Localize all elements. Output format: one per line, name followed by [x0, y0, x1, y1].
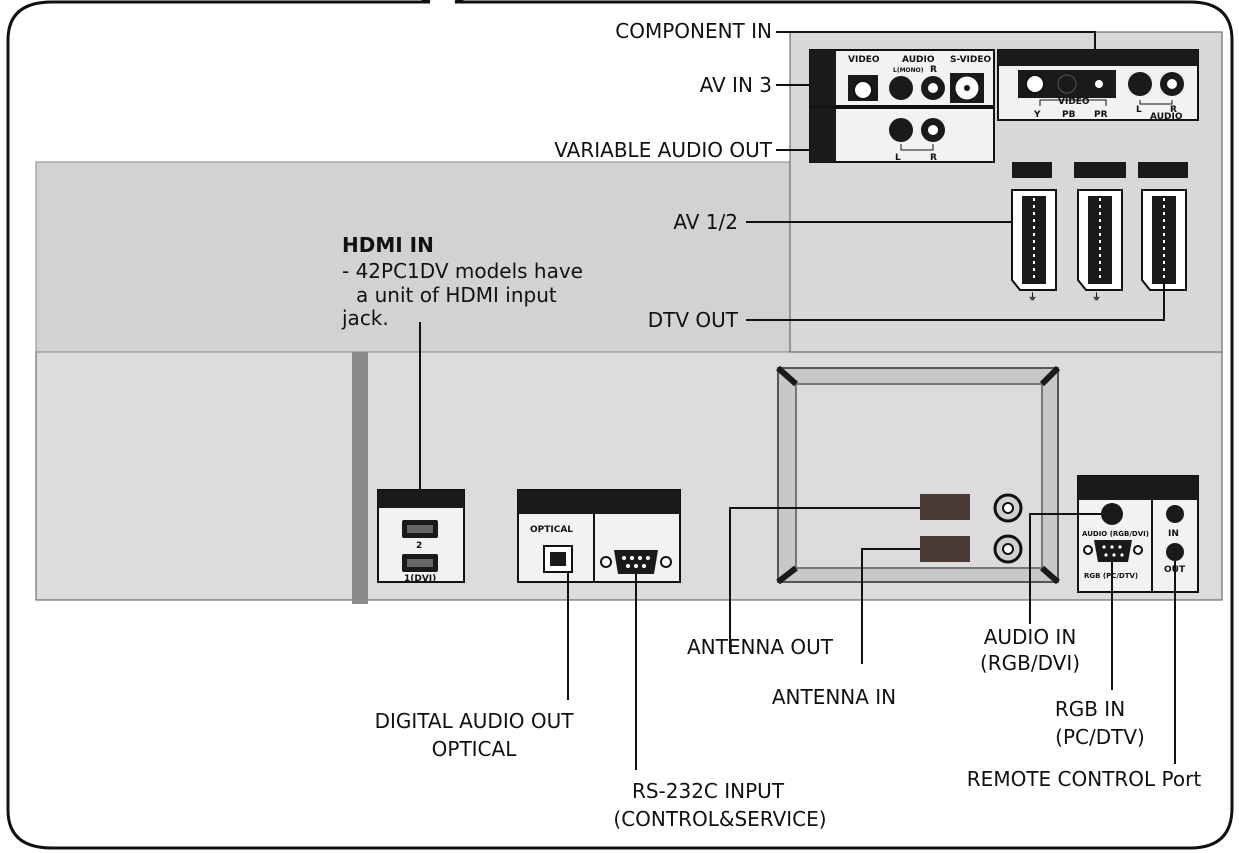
leader-antenna-in	[861, 548, 920, 664]
label-rs232-2: (CONTROL&SERVICE)	[613, 807, 826, 831]
antenna-window	[776, 365, 1061, 585]
label-hdmi-2: 2	[416, 541, 422, 551]
label-component-in: COMPONENT IN	[615, 19, 772, 43]
label-rgb-in-2: (PC/DTV)	[1055, 725, 1145, 749]
label-audio: AUDIO	[902, 55, 935, 65]
label-av-in-3: AV IN 3	[700, 73, 772, 97]
scart-connectors: ⏚ ⏚	[1011, 162, 1188, 303]
hdmi-note-line-2: a unit of HDMI input	[356, 283, 557, 307]
antenna-in-label-block	[920, 536, 970, 562]
label-pr: PR	[1094, 110, 1108, 120]
rgb-pc-dtv-port-icon[interactable]	[1083, 540, 1143, 562]
leader-antenna-out	[729, 507, 920, 652]
label-video-bracket: VIDEO	[1058, 97, 1090, 107]
video-jack-icon[interactable]	[853, 80, 873, 100]
variable-audio-out-panel: L R	[809, 107, 995, 163]
label-dtv-out: DTV OUT	[648, 308, 739, 332]
var-audio-r-jack-icon[interactable]	[928, 125, 938, 135]
audio-rgb-dvi-jack-icon[interactable]	[1101, 503, 1123, 525]
component-pr-jack-icon[interactable]	[1095, 80, 1103, 88]
optical-rs232-panel: OPTICAL	[517, 489, 681, 583]
label-hdmi-in: HDMI IN	[342, 233, 434, 257]
label-var-l: L	[895, 153, 901, 163]
leader-dtv-out	[746, 282, 1165, 321]
leader-lines	[419, 31, 1176, 770]
label-audio-rgb-dvi: AUDIO (RGB/DVI)	[1082, 530, 1149, 538]
component-audio-l-jack-icon[interactable]	[1128, 72, 1152, 96]
label-audio-in-1: AUDIO IN	[984, 625, 1077, 649]
label-antenna-out: ANTENNA OUT	[687, 635, 834, 659]
label-variable-audio-out: VARIABLE AUDIO OUT	[554, 138, 773, 162]
label-digital-audio-1: DIGITAL AUDIO OUT	[375, 709, 575, 733]
rs232-port-icon[interactable]	[600, 550, 672, 574]
component-in-panel: VIDEO Y PB PR L R AUDIO	[997, 49, 1199, 122]
label-comp-r: R	[1170, 105, 1177, 115]
leader-component-in	[776, 31, 1096, 50]
label-video: VIDEO	[848, 55, 880, 65]
av-in-3-panel: VIDEO AUDIO L(MONO) R S-VIDEO	[809, 49, 995, 107]
label-remote-in: IN	[1168, 529, 1179, 539]
label-audio-small: AUDIO	[1150, 112, 1183, 122]
label-var-r: R	[930, 153, 937, 163]
label-y: Y	[1033, 110, 1041, 120]
hdmi-note-line-1: - 42PC1DV models have	[342, 259, 583, 283]
remote-in-jack-icon[interactable]	[1166, 505, 1184, 523]
antenna-out-label-block	[920, 494, 970, 520]
hdmi-note-line-3: jack.	[341, 306, 389, 330]
tv-back-upper	[35, 161, 793, 353]
scart-av2-icon[interactable]	[1077, 189, 1123, 291]
hdmi-panel: 2 1(DVI)	[377, 489, 465, 584]
optical-port-icon[interactable]	[543, 545, 573, 573]
scart-av1-icon[interactable]	[1011, 189, 1057, 291]
label-audio-in-2: (RGB/DVI)	[980, 651, 1080, 675]
remote-out-jack-icon[interactable]	[1166, 543, 1184, 561]
component-audio-r-jack-icon[interactable]	[1167, 79, 1177, 89]
label-r: R	[930, 65, 937, 75]
leader-audio-in	[1029, 513, 1101, 624]
scart-dtv-out-icon[interactable]	[1141, 189, 1187, 291]
scart-av1-mark: ⏚	[1028, 292, 1037, 303]
label-digital-audio-2: OPTICAL	[432, 737, 518, 761]
frame-notch	[420, 0, 465, 4]
label-remote-control-port: REMOTE CONTROL Port	[967, 767, 1202, 791]
label-s-video: S-VIDEO	[950, 55, 991, 65]
scart-av2-mark: ⏚	[1092, 292, 1101, 303]
rgb-remote-panel: AUDIO (RGB/DVI) RGB (PC/DTV) IN OUT	[1077, 475, 1199, 593]
component-y-jack-icon[interactable]	[1025, 74, 1045, 94]
label-av-1-2: AV 1/2	[673, 210, 738, 234]
label-pb: PB	[1062, 110, 1076, 120]
audio-l-jack-icon[interactable]	[889, 76, 913, 100]
label-optical: OPTICAL	[530, 525, 573, 535]
label-antenna-in: ANTENNA IN	[772, 685, 896, 709]
label-l-mono: L(MONO)	[893, 67, 924, 74]
label-rgb-in-1: RGB IN	[1055, 697, 1125, 721]
audio-r-jack-icon[interactable]	[928, 83, 938, 93]
component-pb-jack-icon[interactable]	[1057, 74, 1077, 94]
var-audio-l-jack-icon[interactable]	[889, 118, 913, 142]
side-shadow	[352, 352, 368, 604]
label-rs232-1: RS-232C INPUT	[632, 779, 785, 803]
label-comp-l: L	[1136, 105, 1142, 115]
label-hdmi-1: 1(DVI)	[404, 574, 436, 584]
